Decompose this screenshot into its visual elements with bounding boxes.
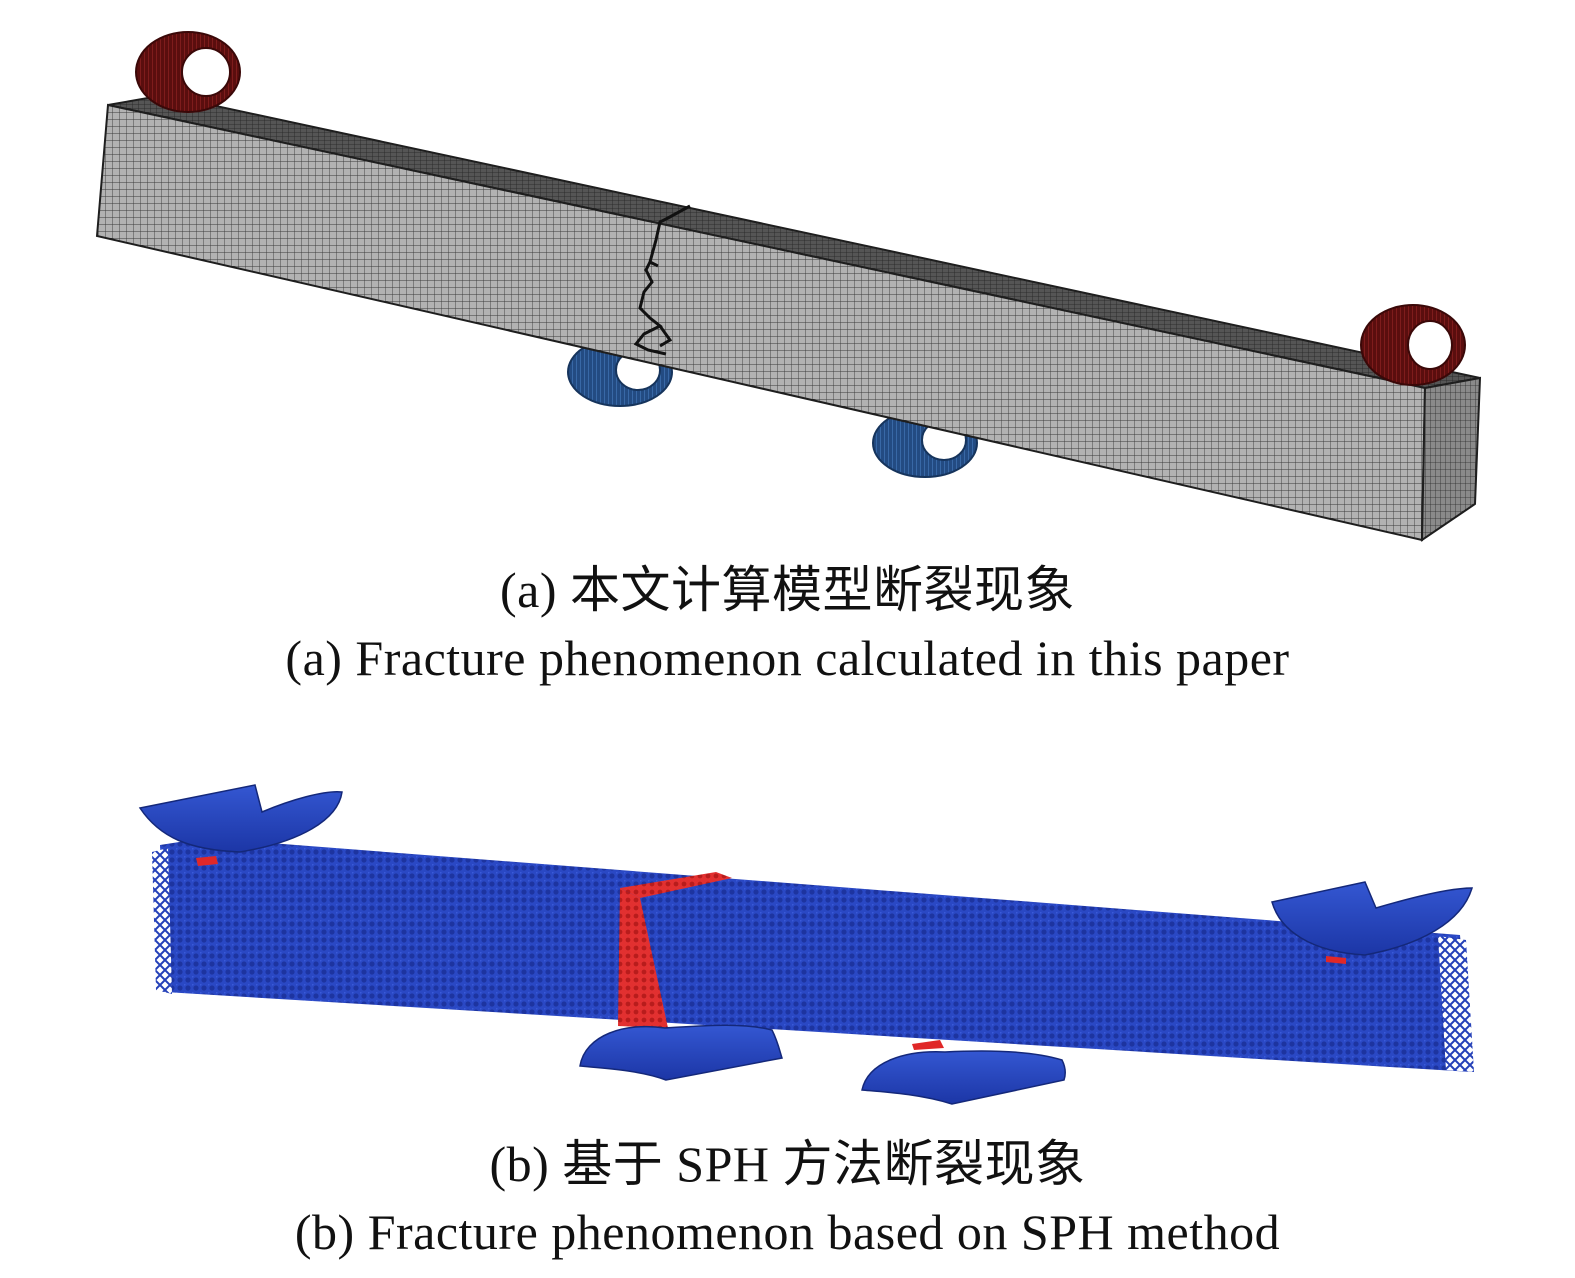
loading-roller-right [1360,304,1466,386]
caption-b-chinese: (b) 基于 SPH 方法断裂现象 [489,1136,1086,1192]
sph-loading-shell-left [138,784,343,853]
crack-line [633,204,691,356]
figure-panel-b: (b) 基于 SPH 方法断裂现象 (b) Fracture phenomeno… [0,770,1575,1278]
sph-beam-body [160,838,1472,1072]
figure-panel-a: (a) 本文计算模型断裂现象 (a) Fracture phenomenon c… [95,31,1482,686]
fem-beam-illustration [95,31,1482,542]
caption-b-english: (b) Fracture phenomenon based on SPH met… [294,1204,1281,1260]
sph-beam-left-edge [152,848,172,994]
loading-roller-left [135,31,241,113]
caption-a-english: (a) Fracture phenomenon calculated in th… [285,630,1290,686]
sph-damage-band [196,856,1346,1050]
beam-end-face [1420,376,1482,542]
caption-a-chinese: (a) 本文计算模型断裂现象 [500,562,1075,618]
sph-loading-shell-right [1271,881,1474,956]
sph-beam-illustration [138,784,1474,1105]
sph-support-shell-left [579,1024,783,1081]
sph-beam-right-edge [1438,936,1474,1072]
sph-support-shell-right [861,1050,1067,1105]
